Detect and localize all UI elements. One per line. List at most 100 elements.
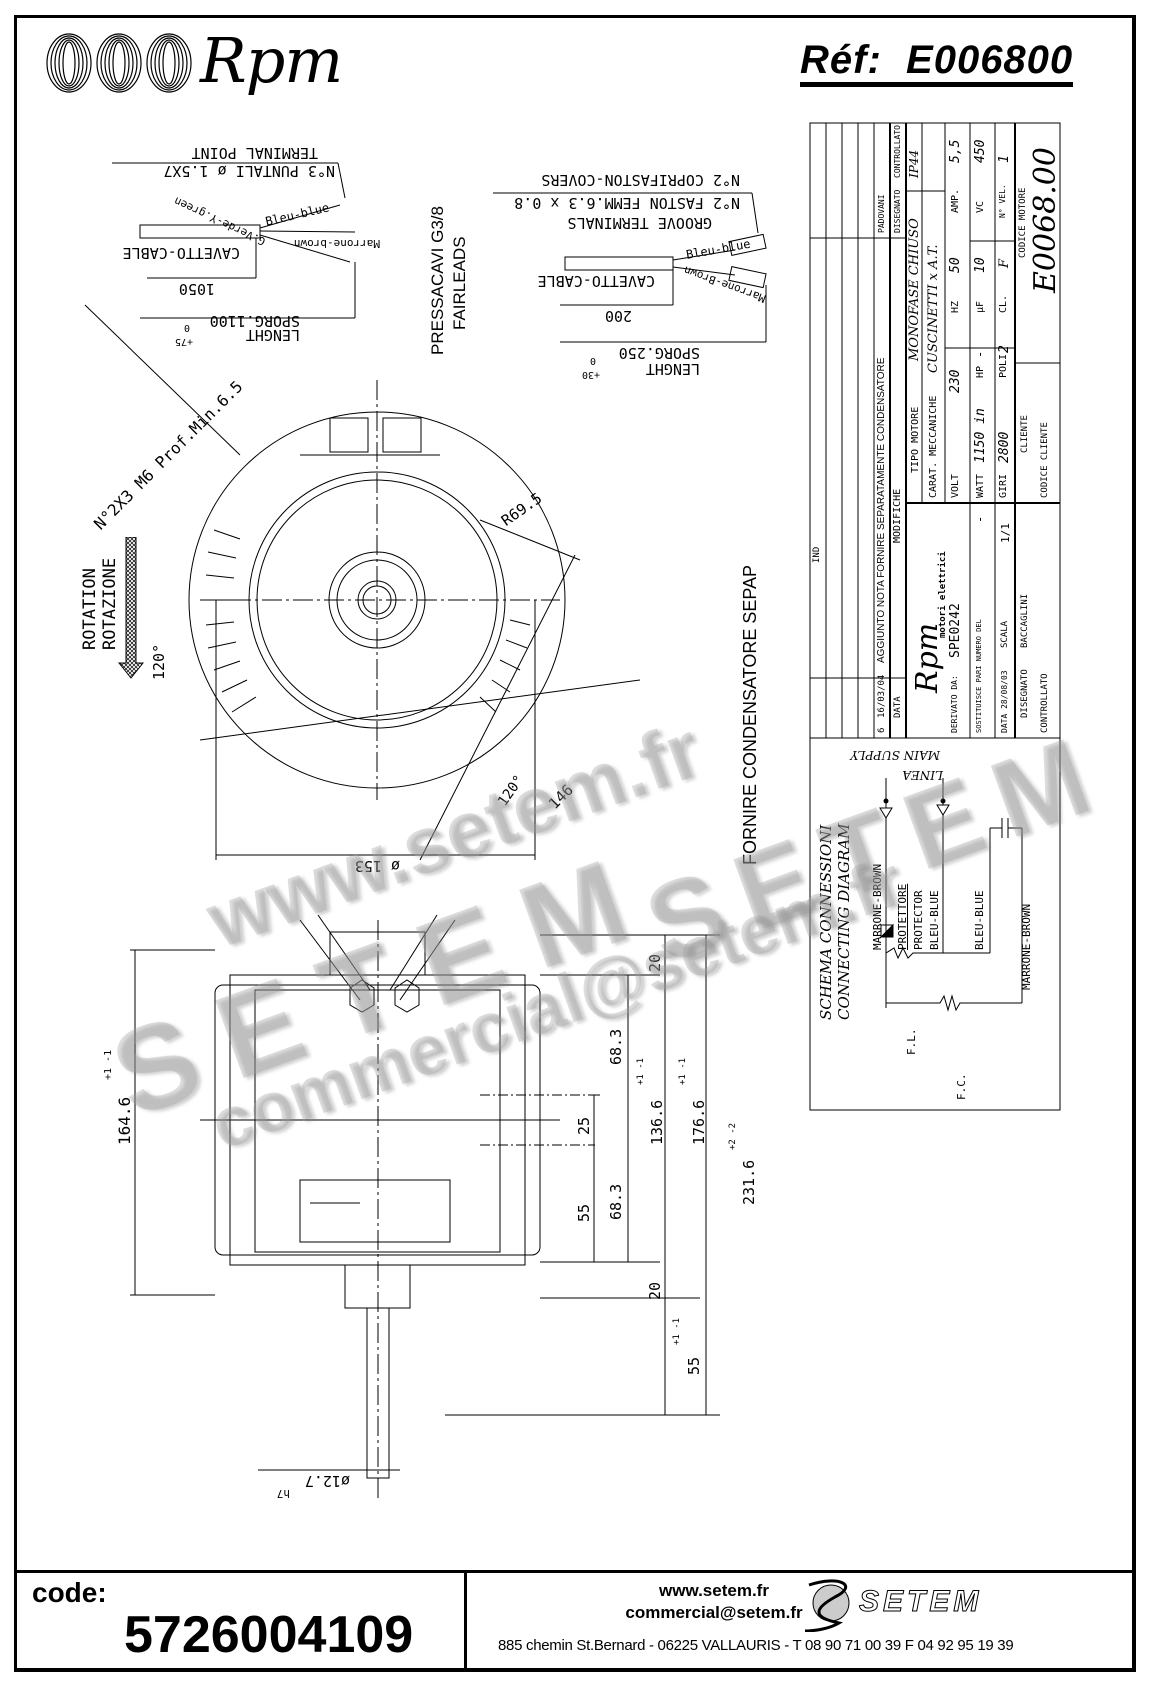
giri-value: 2800 [997,431,1012,463]
dim-68-bottom: 68.3 [607,1183,625,1220]
tipo-motore-label: TIPO MOTORE [910,406,921,473]
derivato-value: SPE0242 [948,603,963,658]
cable-label-cap: CAVETTO-CABLE [537,272,655,290]
dim-1050: 1050 [178,280,215,298]
vc-label: VC [975,200,986,213]
coil-logo-icon [46,33,192,93]
rev-header-disegnato: DISEGNATO [893,189,902,233]
terminal-spec-label: N°3 PUNTALI ø 1.5X7 [163,162,335,180]
volt-value: 230 [948,369,963,393]
setem-brand: SETEM [858,1585,983,1619]
dim-25: 25 [575,1116,593,1135]
dim-231-tol: +2 -2 [728,1122,738,1150]
main-supply-label: MAIN SUPPLY [850,748,940,762]
nvel-value: 1 [997,155,1012,163]
footer: code: 5726004109 www.setem.fr commercial… [14,1570,1136,1675]
hz-value: 50 [948,257,963,273]
reference-label: Réf: [800,38,882,82]
wire-brown-label: Marrone-brown [293,237,380,250]
cable-label-main: CAVETTO-CABLE [122,244,240,262]
rotation-en-label: ROTATION [80,568,100,650]
website-link[interactable]: www.setem.fr [659,1581,769,1600]
setem-globe-icon [804,1579,850,1632]
dim-136: 136.6 [648,1099,666,1145]
dim-176-tol: +1 -1 [678,1057,688,1085]
bleu-blue-2: BLEU-BLUE [973,890,986,950]
fairleads-label: PRESSACAVI G3/8 [428,206,447,355]
uf-value: 10 [973,257,988,273]
fl-label: F.L. [905,1028,918,1056]
rev-row-date: 16/03/04 [877,674,887,718]
angle-left: 120° [150,643,168,680]
rev-row-ind: 6 [877,727,887,733]
marrone-brown-2: MARRONE-BROWN [1020,903,1033,990]
length-label-cap: LENGHT [645,360,700,378]
derivato-label: DERIVATO DA: [950,675,959,733]
codice-motore-value: E0068.00 [1028,147,1063,293]
dim-176: 176.6 [690,1099,708,1145]
title-block: IND 6 16/03/04 DATA AGGIUNTO NOTA FORNIR… [810,123,1063,738]
terminal-point-label: TERMINAL POINT [191,144,318,162]
tol-lower-main: 0 [183,322,190,333]
contact-block: www.setem.fr commercial@setem.fr SETEM 8… [464,1573,1134,1669]
nvel-label: N° VEL. [998,184,1007,218]
shaft-fit: h7 [276,1487,290,1500]
dim-200: 200 [604,307,632,325]
tol-lower-cap: 0 [589,355,596,366]
title-company-sub: motori elettrici [938,551,948,638]
rev-header-ind: IND [812,546,822,563]
fairleads-en-label: FAIRLEADS [450,236,469,330]
dim-55: 55 [575,1203,593,1222]
email-link[interactable]: commercial@setem.fr [625,1603,803,1622]
watt-value: 1150 in [973,408,988,463]
brand-name: Rpm [200,24,343,97]
reference-number: Réf: E006800 [800,38,1074,87]
sporg-main: SPORG.1100 [209,312,300,330]
dim-shaft-tol: +1 -1 [672,1317,682,1345]
poli-label: POLI [998,353,1009,378]
giri-label: GIRI [998,473,1009,498]
dim-231: 231.6 [740,1159,758,1205]
code-label: code: [32,1577,107,1608]
tipo-motore-value: MONOFASE CHIUSO [907,218,922,361]
codice-cliente-label: CODICE CLIENTE [1040,422,1050,498]
rev-header-modifiche: MODIFICHE [892,488,903,543]
amp-value: 5,5 [948,139,963,163]
dim-136-tol: +1 -1 [636,1057,646,1085]
shaft-diameter: ø12.7 [304,1472,350,1490]
tol-upper-cap: +30 [581,369,600,380]
capacitor-note: FORNIRE CONDENSATORE SEPAP [740,564,760,865]
rpm-logo: Rpm [40,24,370,100]
reference-value: E006800 [906,38,1074,82]
rev-header-controllato: CONTROLLATO [893,125,902,178]
drawing-border [14,15,1136,1672]
hp-label: HP [975,365,986,378]
ip-rating: IP44 [907,149,921,178]
tol-upper-main: +75 [174,336,193,347]
groove-label: GROOVE TERMINALS [567,214,713,232]
rev-header-data: DATA [893,696,903,718]
rotation-arrow-icon [118,537,144,679]
disegnato-label: DISEGNATO [1020,669,1030,718]
dim-20-bottom: 20 [646,1281,664,1300]
faston-label: N°2 FASTON FEMM.6.3 x 0.8 [514,194,740,212]
vc-value: 450 [973,139,988,163]
sporg-cap: SPORG.250 [618,344,700,362]
rev-row-desc: AGGIUNTO NOTA FORNIRE SEPARATAMENTE COND… [876,357,887,663]
scala-label: SCALA [1000,620,1010,648]
carat-value: CUSCINETTI x A.T. [926,244,941,373]
bleu-blue-1: BLEU-BLUE [928,890,941,950]
uf-label: µF [975,300,986,313]
rev-row-drawn: PADOVANI [877,194,886,233]
code-box: code: 5726004109 [14,1573,467,1669]
codice-motore-label: CODICE MOTORE [1018,187,1028,258]
wiring-diagram [879,778,1023,1012]
fc-label: F.C. [955,1073,968,1101]
disegnato-value: BACCAGLINI [1020,593,1030,648]
cliente-label: CLIENTE [1020,415,1030,453]
cl-label: CL. [998,294,1009,313]
cl-value: F [997,258,1012,268]
hz-label: HZ [950,300,961,313]
dim-shaft: 55 [685,1356,703,1375]
